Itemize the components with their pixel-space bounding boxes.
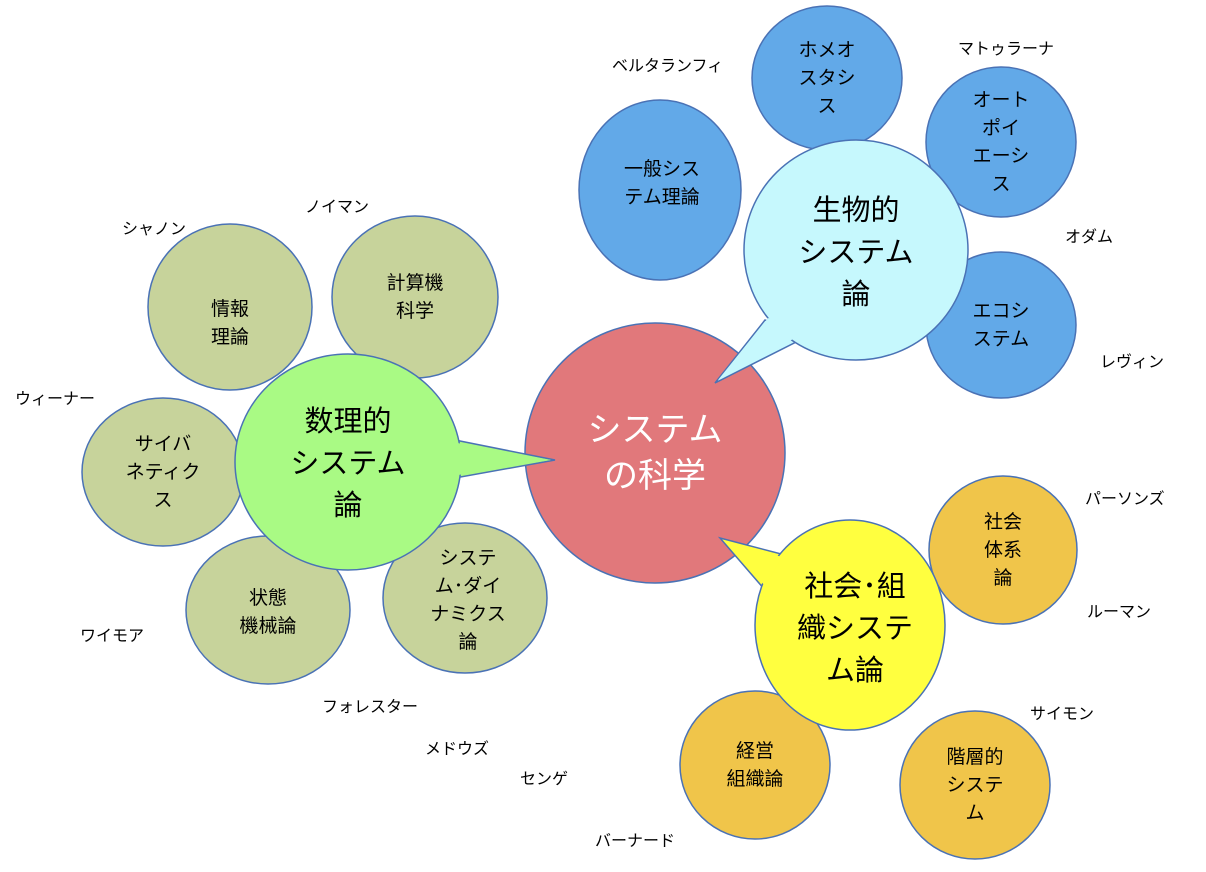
person-name: ワイモア bbox=[80, 626, 145, 645]
person-name: パーソンズ bbox=[1085, 489, 1165, 508]
person-name: レヴィン bbox=[1100, 352, 1165, 371]
person-name: ベルタランフィ bbox=[612, 56, 724, 75]
person-name: ノイマン bbox=[305, 197, 370, 216]
social-item-circle bbox=[928, 475, 1078, 625]
bio-item-autopoiesis: オート ポイ エーシ ス bbox=[972, 89, 1030, 195]
math-item-computer-science: 計算機 科学 bbox=[386, 272, 444, 322]
bio-item-homeostasis: ホメオ スタシ ス bbox=[798, 39, 856, 117]
math-label: 数理的 システム 論 bbox=[290, 404, 406, 522]
math-item-system-dynamics: システ ム･ダイ ナミクス 論 bbox=[430, 547, 506, 653]
social-item-circle bbox=[899, 710, 1051, 860]
math-item-circle bbox=[382, 522, 548, 674]
person-name: メドウズ bbox=[425, 739, 490, 758]
person-name: シャノン bbox=[122, 219, 187, 238]
person-name: ルーマン bbox=[1087, 602, 1152, 621]
person-name: フォレスター bbox=[322, 697, 419, 716]
person-name: バーナード bbox=[595, 831, 676, 850]
bio-speech-bubble bbox=[714, 139, 969, 384]
bio-label: 生物的 システム 論 bbox=[798, 193, 914, 311]
person-name: オダム bbox=[1065, 227, 1114, 246]
social-item-social-system-theory: 社会 体系 論 bbox=[983, 511, 1023, 589]
math-item-state-machine: 状態 機械論 bbox=[239, 587, 297, 637]
math-item-information-theory: 情報 理論 bbox=[210, 298, 250, 348]
person-name: ウィーナー bbox=[15, 389, 96, 408]
math-item-circle bbox=[147, 223, 313, 391]
social-speech-bubble bbox=[717, 519, 946, 731]
social-item-circle bbox=[679, 690, 831, 840]
math-item-cybernetics: サイバ ネティク ス bbox=[125, 433, 201, 511]
person-name: センゲ bbox=[520, 769, 569, 788]
social-item-organization-theory: 経営 組織論 bbox=[726, 740, 784, 790]
center-label: システム の科学 bbox=[587, 410, 723, 496]
bio-item-ecosystem: エコシ ステム bbox=[972, 300, 1030, 350]
person-name: サイモン bbox=[1030, 704, 1095, 723]
person-name: マトゥラーナ bbox=[958, 39, 1055, 58]
bio-item-circle bbox=[578, 99, 742, 281]
social-label: 社会･組 織システ ム論 bbox=[796, 569, 914, 687]
social-item-hierarchical-system: 階層的 システ ム bbox=[946, 746, 1004, 824]
math-speech-bubble bbox=[234, 353, 556, 571]
center-circle bbox=[524, 322, 786, 584]
bio-item-circle bbox=[925, 66, 1077, 218]
bio-item-general-system-theory: 一般シス テム理論 bbox=[623, 158, 701, 208]
